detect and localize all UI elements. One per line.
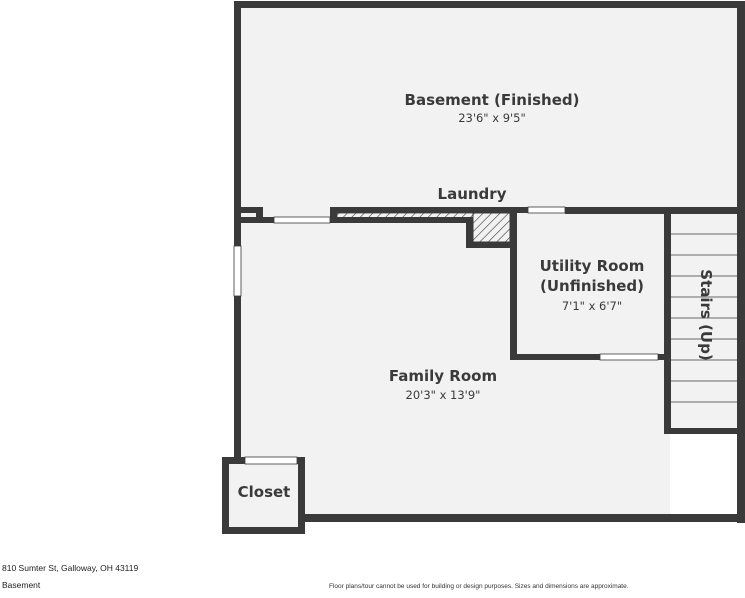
floor-fill <box>228 7 740 528</box>
room-dims-utility: 7'1" x 6'7" <box>562 299 622 313</box>
floor-level-label: Basement <box>2 580 41 590</box>
room-name-utility-line2: (Unfinished) <box>540 277 644 295</box>
room-name-laundry: Laundry <box>438 185 507 203</box>
disclaimer-text: Floor plans/tour cannot be used for buil… <box>329 583 629 590</box>
room-name-closet: Closet <box>238 483 291 501</box>
openings <box>233 206 659 465</box>
room-name-utility-line1: Utility Room <box>540 257 645 275</box>
room-name-family: Family Room <box>389 367 497 385</box>
room-name-basement: Basement (Finished) <box>405 91 580 109</box>
room-dims-family: 20'3" x 13'9" <box>406 388 481 402</box>
interior-walls <box>234 207 745 434</box>
stair-treads <box>671 233 737 403</box>
room-name-stairs: Stairs (Up) <box>697 269 715 360</box>
laundry-counter <box>336 212 511 243</box>
room-dims-basement: 23'6" x 9'5" <box>458 111 526 125</box>
property-address: 810 Sumter St, Galloway, OH 43119 <box>2 563 139 573</box>
